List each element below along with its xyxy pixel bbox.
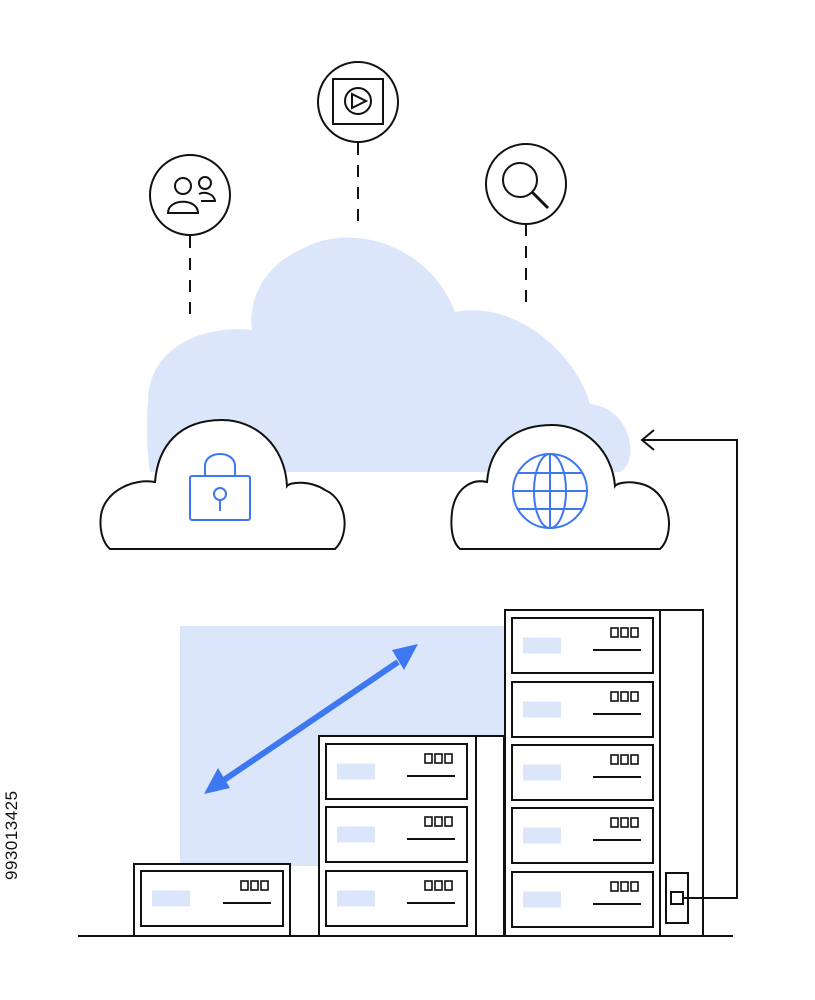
server-indicator-light — [620, 627, 629, 638]
server-unit — [140, 870, 284, 927]
server-indicator-light — [630, 881, 639, 892]
server-indicator-light — [630, 627, 639, 638]
server-unit — [511, 871, 654, 928]
network-cloud — [450, 423, 670, 550]
globe-icon — [512, 453, 588, 529]
server-indicator-light — [444, 753, 453, 764]
server-unit — [511, 807, 654, 864]
server-indicator-light — [610, 881, 619, 892]
server-label-panel — [337, 890, 375, 907]
server-indicator-light — [444, 880, 453, 891]
server-label-panel — [523, 891, 561, 908]
server-indicator-light — [620, 817, 629, 828]
server-indicator-light — [260, 880, 269, 891]
feedback-arrow — [640, 429, 738, 924]
server-rack-medium — [318, 735, 505, 937]
server-indicator-light — [620, 691, 629, 702]
server-unit — [325, 743, 468, 800]
server-label-panel — [523, 637, 561, 654]
main-cloud — [147, 237, 631, 472]
stock-id-text: 993013425 — [2, 790, 21, 880]
users-icon — [149, 154, 231, 236]
server-indicator-light — [620, 754, 629, 765]
transfer-arrow — [204, 644, 418, 794]
server-label-panel — [523, 827, 561, 844]
server-unit — [325, 870, 468, 927]
server-indicator-light — [434, 880, 443, 891]
server-label-panel — [152, 890, 190, 907]
search-icon — [485, 143, 567, 225]
server-indicator-light — [620, 881, 629, 892]
server-label-panel — [337, 826, 375, 843]
server-unit — [511, 681, 654, 738]
server-indicator-light — [610, 817, 619, 828]
padlock-icon — [189, 453, 251, 521]
server-indicator-light — [444, 816, 453, 827]
server-indicator-light — [630, 817, 639, 828]
server-label-panel — [337, 763, 375, 780]
server-indicator-light — [250, 880, 259, 891]
server-indicator-light — [240, 880, 249, 891]
server-unit — [511, 744, 654, 801]
server-indicator-light — [610, 627, 619, 638]
server-indicator-light — [424, 880, 433, 891]
server-indicator-light — [434, 753, 443, 764]
server-label-panel — [523, 701, 561, 718]
server-indicator-light — [610, 691, 619, 702]
server-indicator-light — [610, 754, 619, 765]
server-rack-small — [133, 863, 291, 937]
server-indicator-light — [630, 691, 639, 702]
dashed-connectors — [189, 143, 527, 320]
server-unit — [511, 617, 654, 674]
video-play-icon — [317, 61, 399, 143]
server-indicator-light — [424, 753, 433, 764]
server-indicator-light — [434, 816, 443, 827]
server-label-panel — [523, 764, 561, 781]
server-indicator-light — [424, 816, 433, 827]
server-indicator-light — [630, 754, 639, 765]
security-cloud — [99, 418, 346, 550]
server-unit — [325, 806, 468, 863]
